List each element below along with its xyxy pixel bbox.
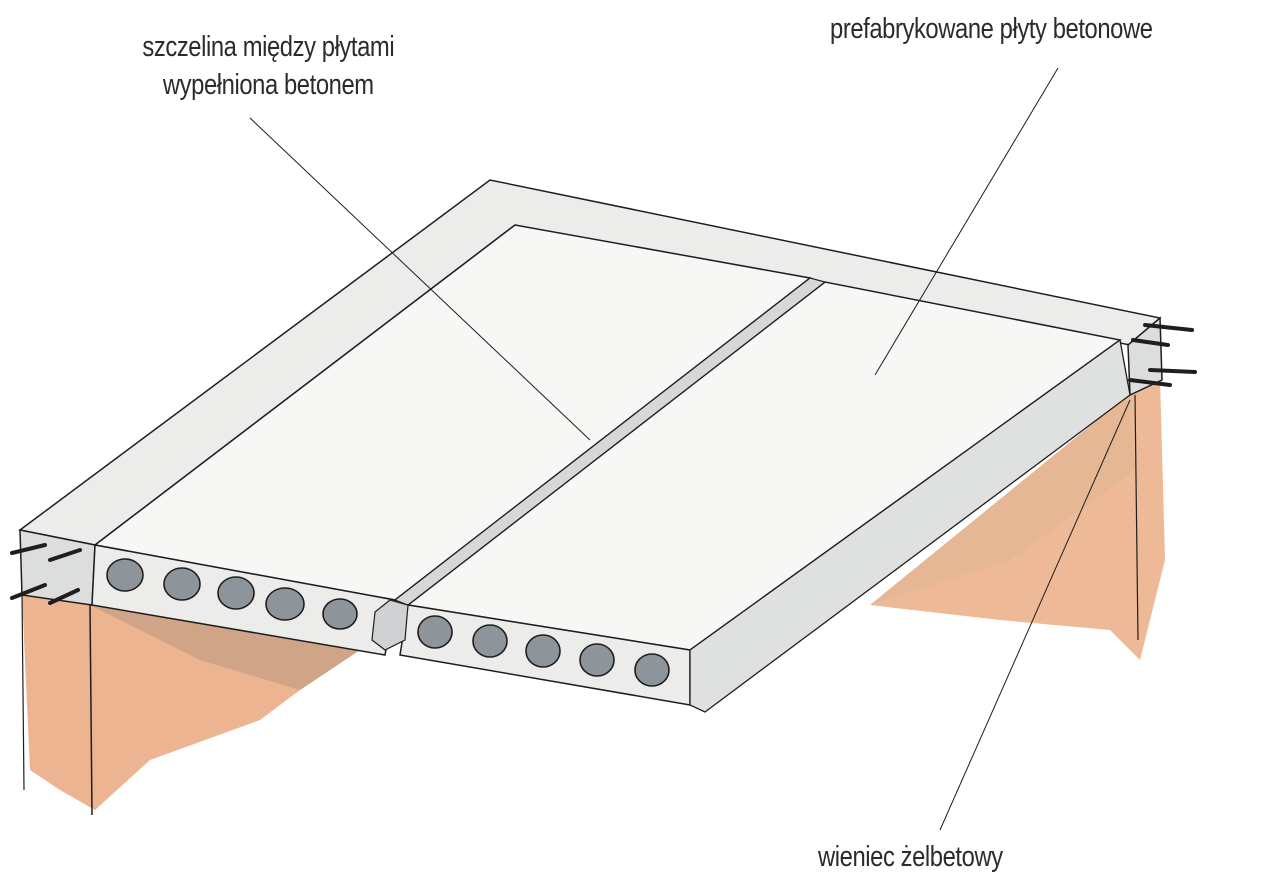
label-precast-slabs: prefabrykowane płyty betonowe (830, 13, 1153, 45)
leader-lines (249, 67, 1131, 831)
label-gap-line2: wypełniona betonem (162, 69, 374, 101)
label-gap-line1: szczelina między płytami (142, 31, 395, 63)
label-ring-beam: wieniec żelbetowy (818, 841, 1003, 873)
hollow-cores (106, 558, 670, 687)
label-concrete-filled-gap: szczelina między płytami wypełniona beto… (92, 28, 445, 104)
left-wall (21, 594, 360, 816)
rebar-ends (10, 323, 1197, 605)
right-wall (870, 378, 1165, 660)
concrete-filled-joint (371, 277, 827, 651)
